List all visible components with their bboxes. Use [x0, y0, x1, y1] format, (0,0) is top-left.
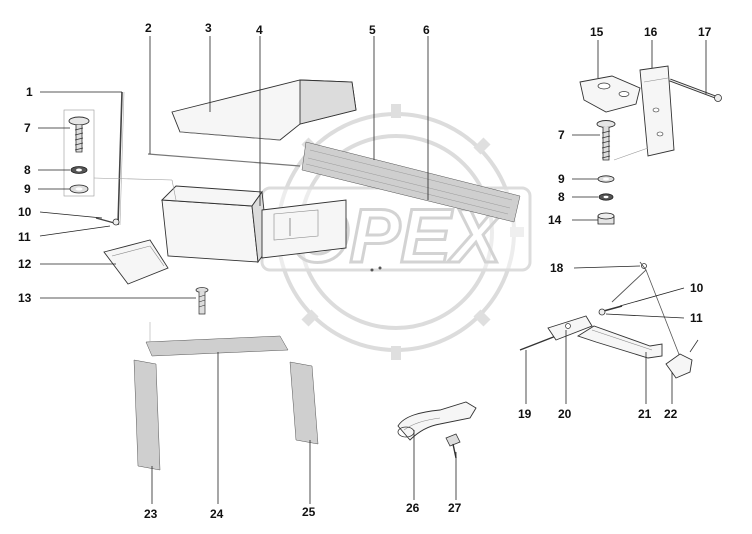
- callout-15: 15: [590, 25, 604, 39]
- callout-19: 19: [518, 407, 532, 421]
- part-2-strip: [147, 153, 301, 167]
- left-fastener-group: [63, 109, 95, 197]
- callout-7-right: 7: [558, 128, 565, 142]
- part-20-lock-bracket: [547, 315, 593, 341]
- callout-16: 16: [644, 25, 658, 39]
- callout-5: 5: [369, 23, 376, 37]
- part-21-lever: [576, 325, 663, 359]
- callout-13: 13: [18, 291, 32, 305]
- callout-4: 4: [256, 23, 263, 37]
- part-25-right-panel: [289, 361, 319, 445]
- part-15-latch-block: [579, 75, 641, 113]
- leader-lines: [38, 36, 707, 504]
- part-10-11-pin-left: [95, 217, 120, 226]
- callout-10-right: 10: [690, 281, 704, 295]
- callout-1: 1: [26, 85, 33, 99]
- part-24-top-plate: [145, 335, 289, 357]
- part-26-handle: [397, 401, 477, 441]
- callout-12: 12: [18, 257, 32, 271]
- callout-23: 23: [144, 507, 158, 521]
- small-fastener-marks: [370, 266, 382, 272]
- callout-24: 24: [210, 507, 224, 521]
- callout-22: 22: [664, 407, 678, 421]
- part-1-rod: [117, 91, 125, 226]
- part-22-clip: [665, 339, 699, 379]
- callout-labels: 1 2 3 4 5 6 7 8 9 10 11 12 13 15 16 17 7…: [18, 21, 712, 521]
- part-5-seal-strip: [301, 141, 521, 223]
- part-4-front-panel: [160, 185, 347, 264]
- part-19-long-pin: [519, 335, 557, 351]
- right-fastener-group: [596, 120, 616, 225]
- callout-3: 3: [205, 21, 212, 35]
- callout-21: 21: [638, 407, 652, 421]
- callout-8-left: 8: [24, 163, 31, 177]
- part-3-top-cover: [171, 79, 357, 141]
- callout-17: 17: [698, 25, 712, 39]
- callout-11-left: 11: [18, 230, 31, 244]
- part-18-cable: [611, 261, 683, 363]
- callout-9-left: 9: [24, 182, 31, 196]
- part-23-left-panel: [133, 359, 161, 471]
- callout-14: 14: [548, 213, 562, 227]
- callout-6: 6: [423, 23, 430, 37]
- callout-7-left: 7: [24, 121, 31, 135]
- callout-8-right: 8: [558, 190, 565, 204]
- callout-2: 2: [145, 21, 152, 35]
- part-16-hinge-plate: [639, 65, 675, 157]
- part-10-11-pin-right: [598, 305, 623, 316]
- callout-10-left: 10: [18, 205, 32, 219]
- callout-20: 20: [558, 407, 572, 421]
- part-27-bolt: [445, 433, 461, 459]
- callout-9-right: 9: [558, 172, 565, 186]
- callout-11-right: 11: [690, 311, 703, 325]
- part-12-bracket: [103, 239, 169, 285]
- callout-27: 27: [448, 501, 462, 515]
- callout-18: 18: [550, 261, 564, 275]
- callout-26: 26: [406, 501, 420, 515]
- part-17-pin: [669, 78, 722, 102]
- part-13-screw: [195, 287, 209, 315]
- callout-25: 25: [302, 505, 316, 519]
